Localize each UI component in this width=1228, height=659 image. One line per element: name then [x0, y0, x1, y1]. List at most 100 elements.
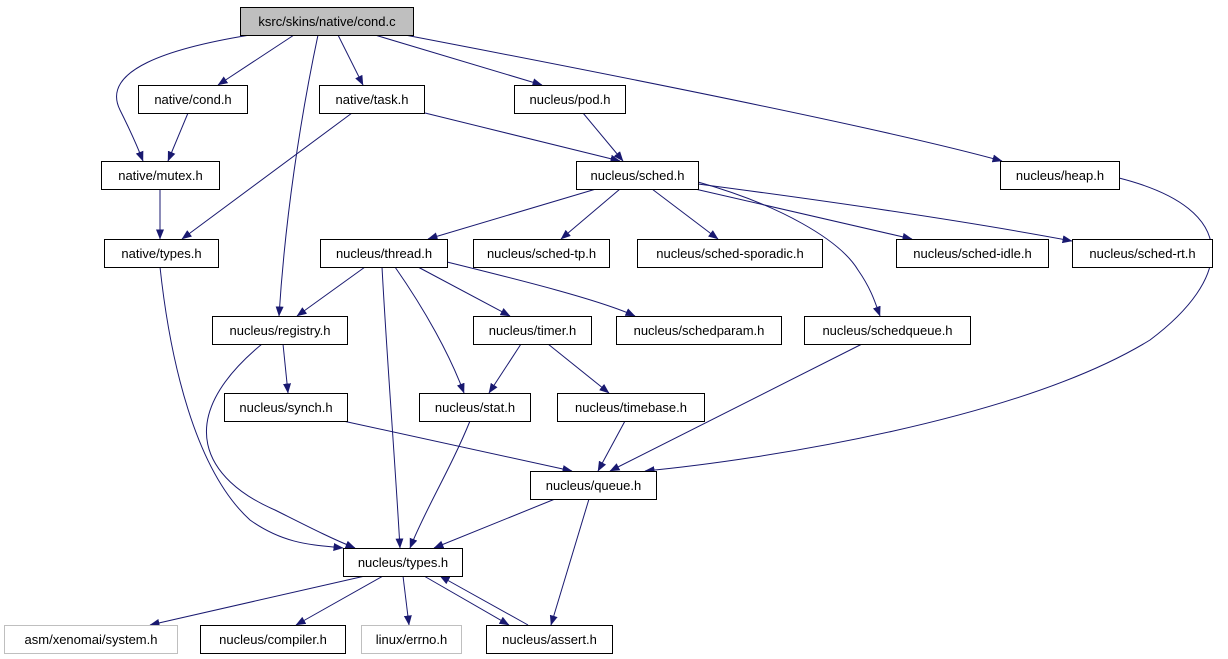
node-label: nucleus/sched.h — [591, 168, 685, 183]
edge-nucleus_queue_h-to-nucleus_assert_h — [549, 498, 590, 626]
node-box — [616, 316, 782, 345]
node-label: native/task.h — [336, 92, 409, 107]
edge-native_task_h-to-nucleus_sched_h — [424, 112, 621, 163]
edge-nucleus_thread_h-to-nucleus_timer_h — [417, 266, 511, 317]
edge-native_task_h-to-native_types_h — [181, 112, 353, 240]
node-nucleus-sched-tp-h[interactable]: nucleus/sched-tp.h — [473, 239, 610, 268]
edge-nucleus_timer_h-to-nucleus_stat_h — [488, 343, 522, 394]
node-box — [104, 239, 219, 268]
node-native-mutex-h[interactable]: native/mutex.h — [101, 161, 220, 190]
node-box — [4, 625, 178, 654]
edge-nucleus_sched_h-to-nucleus_sched_rt_h — [697, 183, 1073, 244]
node-nucleus-schedqueue-h[interactable]: nucleus/schedqueue.h — [804, 316, 971, 345]
node-asm-system-h[interactable]: asm/xenomai/system.h — [4, 625, 178, 654]
edge-nucleus_types_h-to-nucleus_assert_h — [423, 575, 510, 626]
node-nucleus-synch-h[interactable]: nucleus/synch.h — [224, 393, 348, 422]
node-box — [419, 393, 531, 422]
edge-nucleus_pod_h-to-nucleus_sched_h — [582, 112, 624, 162]
edge-nucleus_thread_h-to-nucleus_types_h — [381, 266, 404, 549]
edge-nucleus_thread_h-to-nucleus_stat_h — [394, 266, 465, 394]
node-nucleus-thread-h[interactable]: nucleus/thread.h — [320, 239, 448, 268]
node-label: asm/xenomai/system.h — [25, 632, 158, 647]
edge-nucleus_thread_h-to-nucleus_schedparam_h — [446, 261, 636, 317]
node-label: nucleus/timer.h — [489, 323, 576, 338]
node-nucleus-registry-h[interactable]: nucleus/registry.h — [212, 316, 348, 345]
node-nucleus-assert-h[interactable]: nucleus/assert.h — [486, 625, 613, 654]
node-label: nucleus/registry.h — [230, 323, 331, 338]
node-label: nucleus/synch.h — [239, 400, 332, 415]
node-label: nucleus/sched-tp.h — [487, 246, 596, 261]
node-box — [486, 625, 613, 654]
node-box — [343, 548, 463, 577]
node-label: nucleus/sched-idle.h — [913, 246, 1032, 261]
node-nucleus-timebase-h[interactable]: nucleus/timebase.h — [557, 393, 705, 422]
node-nucleus-schedparam-h[interactable]: nucleus/schedparam.h — [616, 316, 782, 345]
node-label: nucleus/types.h — [358, 555, 448, 570]
edge-nucleus_heap_h-to-nucleus_queue_h — [644, 177, 1213, 475]
edge-native_types_h-to-nucleus_types_h — [159, 266, 344, 551]
edge-nucleus_assert_h-to-nucleus_types_h — [439, 575, 529, 626]
edge-cond_c-to-nucleus_pod_h — [374, 34, 543, 87]
node-nucleus-sched-rt-h[interactable]: nucleus/sched-rt.h — [1072, 239, 1213, 268]
edge-nucleus_sched_h-to-nucleus_sched_sporadic_h — [651, 188, 719, 240]
node-label: nucleus/stat.h — [435, 400, 515, 415]
node-box — [530, 471, 657, 500]
edge-nucleus_sched_h-to-nucleus_thread_h — [427, 188, 597, 241]
node-nucleus-heap-h[interactable]: nucleus/heap.h — [1000, 161, 1120, 190]
edge-nucleus_types_h-to-linux_errno_h — [402, 575, 412, 626]
node-nucleus-stat-h[interactable]: nucleus/stat.h — [419, 393, 531, 422]
node-label: linux/errno.h — [376, 632, 448, 647]
node-label: nucleus/thread.h — [336, 246, 432, 261]
edge-cond_c-to-nucleus_registry_h — [275, 34, 319, 317]
node-box — [804, 316, 971, 345]
node-box — [1000, 161, 1120, 190]
node-label: nucleus/schedqueue.h — [822, 323, 952, 338]
edge-nucleus_synch_h-to-nucleus_queue_h — [342, 420, 573, 473]
edge-nucleus_sched_h-to-nucleus_sched_idle_h — [694, 188, 913, 241]
edge-native_cond_h-to-native_mutex_h — [167, 112, 189, 162]
edge-nucleus_sched_h-to-nucleus_schedqueue_h — [697, 181, 881, 317]
node-cond-c[interactable]: ksrc/skins/native/cond.c — [240, 7, 414, 36]
node-box — [240, 7, 414, 36]
edge-nucleus_queue_h-to-nucleus_types_h — [433, 498, 556, 549]
node-label: nucleus/heap.h — [1016, 168, 1104, 183]
edge-cond_c-to-native_mutex_h — [116, 34, 251, 162]
node-label: nucleus/queue.h — [546, 478, 641, 493]
node-linux-errno-h[interactable]: linux/errno.h — [361, 625, 462, 654]
nodes: ksrc/skins/native/cond.c native/cond.h nat… — [4, 7, 1213, 654]
node-native-cond-h[interactable]: native/cond.h — [138, 85, 248, 114]
node-label: native/cond.h — [154, 92, 231, 107]
node-nucleus-timer-h[interactable]: nucleus/timer.h — [473, 316, 592, 345]
edge-nucleus_timebase_h-to-nucleus_queue_h — [597, 420, 626, 472]
node-nucleus-pod-h[interactable]: nucleus/pod.h — [514, 85, 626, 114]
node-nucleus-compiler-h[interactable]: nucleus/compiler.h — [200, 625, 346, 654]
node-box — [473, 239, 610, 268]
node-label: nucleus/assert.h — [502, 632, 597, 647]
node-box — [138, 85, 248, 114]
node-box — [514, 85, 626, 114]
node-box — [361, 625, 462, 654]
edge-nucleus_schedqueue_h-to-nucleus_queue_h — [609, 343, 863, 472]
node-nucleus-queue-h[interactable]: nucleus/queue.h — [530, 471, 657, 500]
node-nucleus-sched-sporadic-h[interactable]: nucleus/sched-sporadic.h — [637, 239, 823, 268]
node-native-task-h[interactable]: native/task.h — [319, 85, 425, 114]
node-box — [101, 161, 220, 190]
edges — [116, 34, 1213, 627]
edge-nucleus_stat_h-to-nucleus_types_h — [409, 420, 471, 549]
edge-cond_c-to-native_task_h — [337, 34, 364, 86]
edge-nucleus_registry_h-to-nucleus_types_h — [206, 343, 356, 549]
node-label: nucleus/schedparam.h — [634, 323, 765, 338]
node-native-types-h[interactable]: native/types.h — [104, 239, 219, 268]
node-nucleus-types-h[interactable]: nucleus/types.h — [343, 548, 463, 577]
edge-cond_c-to-native_cond_h — [217, 34, 295, 86]
node-box — [320, 239, 448, 268]
node-box — [473, 316, 592, 345]
edge-cond_c-to-nucleus_heap_h — [404, 34, 1003, 163]
node-box — [1072, 239, 1213, 268]
edge-nucleus_sched_h-to-nucleus_sched_tp_h — [560, 188, 621, 240]
node-nucleus-sched-idle-h[interactable]: nucleus/sched-idle.h — [896, 239, 1049, 268]
edge-nucleus_types_h-to-asm_system_h — [149, 575, 366, 627]
node-label: nucleus/sched-rt.h — [1089, 246, 1195, 261]
node-nucleus-sched-h[interactable]: nucleus/sched.h — [576, 161, 699, 190]
